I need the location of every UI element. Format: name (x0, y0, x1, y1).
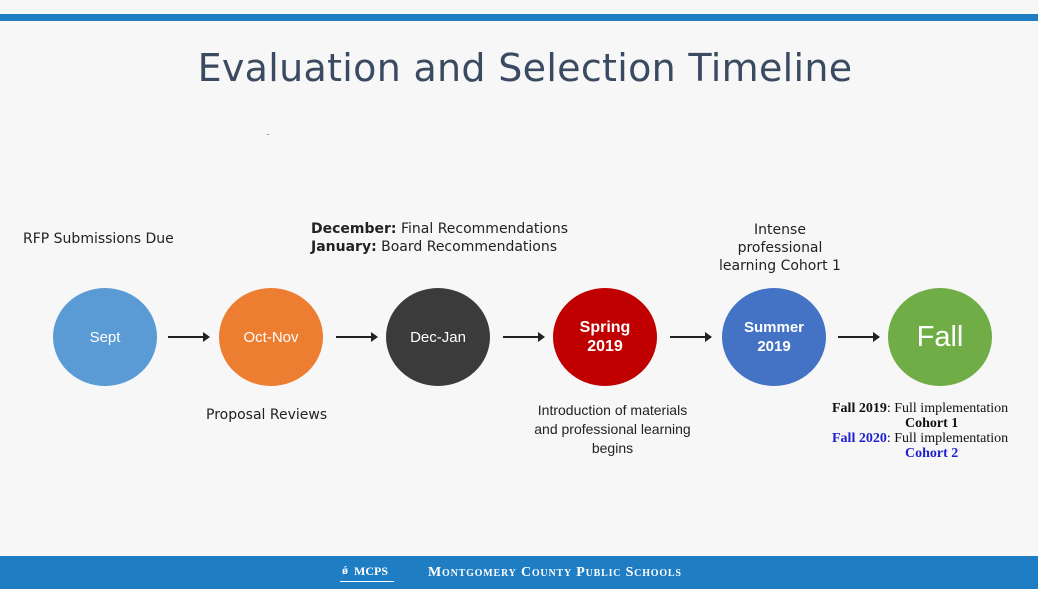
stage-spring-2019: Spring 2019 (553, 288, 657, 386)
cohort-2: Cohort 2 (905, 446, 959, 461)
intense-line-2: professional (737, 240, 823, 256)
intro-label: Introduction of materials and profession… (520, 401, 705, 458)
proposal-label: Proposal Reviews (206, 407, 328, 423)
stage-oct-nov: Oct-Nov (219, 288, 323, 386)
quill-icon: ǿ (342, 563, 348, 577)
stage-summer-2019: Summer 2019 (722, 288, 826, 386)
logo-text: MCPS (354, 564, 388, 578)
arrow-1 (168, 332, 210, 342)
stage-fall-label: Fall (916, 320, 964, 353)
stage-sept: Sept (53, 288, 157, 386)
intense-line-1: Intense (754, 222, 806, 238)
arrow-5 (838, 332, 880, 342)
arrow-2 (336, 332, 378, 342)
cohort-1: Cohort 1 (905, 416, 959, 431)
org-name: Montgomery County Public Schools (428, 565, 682, 580)
mcps-logo: ǿ MCPS (340, 563, 394, 582)
fall-2019-key: Fall 2019 (832, 401, 887, 416)
stage-spring-line-1: Spring (579, 319, 631, 336)
rfp-label: RFP Submissions Due (23, 231, 174, 247)
stage-spring-line-2: 2019 (587, 338, 623, 355)
fall-2020-key: Fall 2020 (832, 431, 887, 446)
stage-summer-line-1: Summer (743, 319, 805, 336)
january-text: Board Recommendations (376, 239, 558, 255)
slide-title: Evaluation and Selection Timeline (197, 46, 853, 90)
top-accent-bar (0, 14, 1038, 21)
stage-dec-jan: Dec-Jan (386, 288, 490, 386)
intro-line-1: Introduction of materials (537, 402, 688, 418)
intense-label: Intense professional learning Cohort 1 (700, 221, 860, 275)
intro-line-2: and professional learning (534, 421, 691, 437)
dec-jan-label: December: Final Recommendations January:… (311, 220, 568, 256)
december-text: Final Recommendations (396, 221, 569, 237)
stage-oct-nov-label: Oct-Nov (243, 328, 299, 346)
december-key: December: (311, 221, 397, 237)
january-key: January: (311, 239, 377, 255)
intense-line-3: learning Cohort 1 (719, 258, 841, 274)
fall-notes: Fall 2019: Full implementation Cohort 1 … (832, 401, 1038, 461)
footer-bar: ǿ MCPS Montgomery County Public Schools (0, 556, 1038, 589)
stage-fall: Fall (888, 288, 992, 386)
stray-mark (267, 134, 269, 135)
stage-dec-jan-label: Dec-Jan (410, 328, 466, 346)
fall-2019-text: : Full implementation (886, 401, 1009, 416)
fall-2020-text: : Full implementation (886, 431, 1009, 446)
intro-line-3: begins (591, 440, 634, 456)
arrow-4 (670, 332, 712, 342)
arrow-3 (503, 332, 545, 342)
stage-sept-label: Sept (89, 328, 121, 346)
stage-summer-line-2: 2019 (757, 338, 791, 355)
